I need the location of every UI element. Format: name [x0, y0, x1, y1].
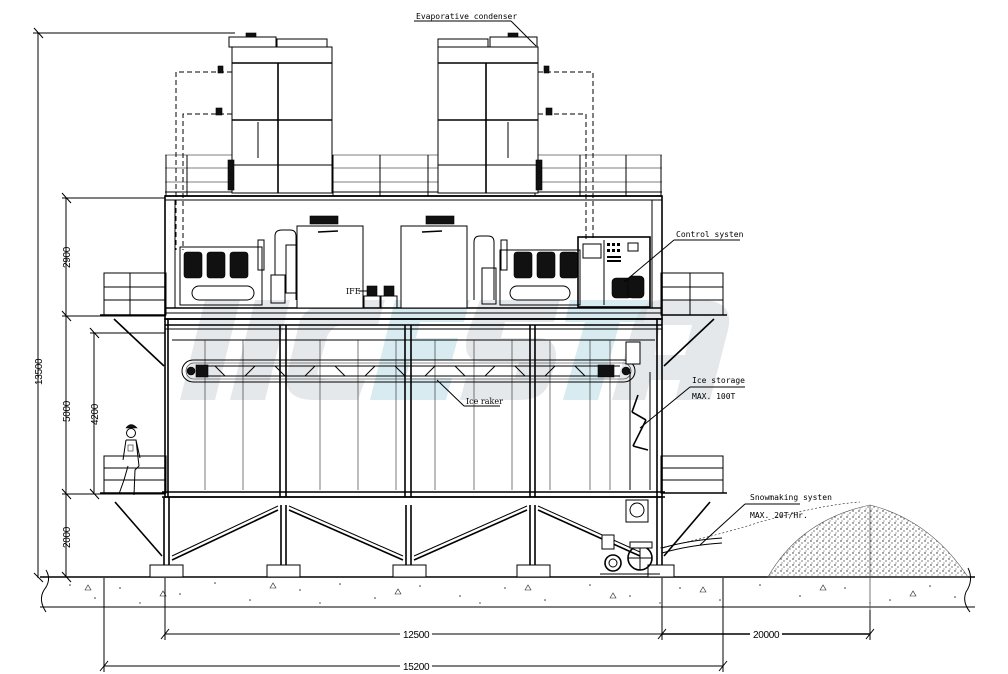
side-platforms [100, 272, 727, 494]
snowmaking-machine [600, 499, 723, 575]
evaporative-condenser-right [437, 32, 543, 194]
svg-text:MAX. 100T: MAX. 100T [692, 392, 736, 401]
snow-pile [659, 501, 969, 640]
vertical-dimensions: 13500 2900 5000 2000 4200 [33, 27, 235, 583]
base-frame [114, 497, 711, 565]
watermark-logo [180, 300, 730, 400]
ice-raker [181, 359, 636, 383]
svg-text:2000: 2000 [62, 526, 73, 548]
ice-storage-bin [162, 318, 665, 498]
horizontal-dimensions: 12500 20000 15200 [99, 578, 875, 673]
compressor-unit-right [473, 235, 581, 306]
flake-ice-machine-right [400, 215, 468, 309]
svg-text:12500: 12500 [403, 630, 430, 641]
svg-text:5000: 5000 [62, 400, 73, 422]
svg-text:MAX. 20T/Hr.: MAX. 20T/Hr. [750, 511, 808, 520]
svg-text:Control systen: Control systen [676, 230, 744, 239]
svg-text:20000: 20000 [753, 630, 780, 641]
callout-ice-storage: Ice storage MAX. 100T [639, 376, 745, 429]
callout-control-system: Control systen [623, 230, 744, 283]
svg-text:IFE: IFE [346, 287, 361, 296]
svg-text:15200: 15200 [403, 662, 430, 673]
footings [149, 564, 675, 578]
control-cabinet [577, 236, 651, 308]
svg-text:13500: 13500 [34, 358, 45, 385]
svg-text:4200: 4200 [90, 403, 101, 425]
callout-ice-raker: Ice raker [436, 379, 503, 407]
ife-pumps [363, 285, 398, 309]
callout-ife: IFE [346, 287, 367, 296]
callout-snowmaking-system: Snowmaking systen MAX. 20T/Hr. [699, 493, 832, 546]
evaporative-condenser-left [227, 32, 333, 194]
svg-text:Snowmaking systen: Snowmaking systen [750, 493, 832, 502]
svg-text:2900: 2900 [62, 246, 73, 268]
compressor-unit-left [179, 229, 297, 306]
svg-text:Ice storage: Ice storage [692, 376, 745, 385]
refrigerant-piping [175, 65, 594, 250]
person-figure [118, 424, 141, 496]
svg-text:Ice raker: Ice raker [466, 397, 503, 406]
svg-text:Evaporative condenser: Evaporative condenser [416, 12, 517, 21]
callout-evaporative-condenser: Evaporative condenser [414, 12, 537, 47]
flake-ice-machine-left [296, 215, 364, 309]
